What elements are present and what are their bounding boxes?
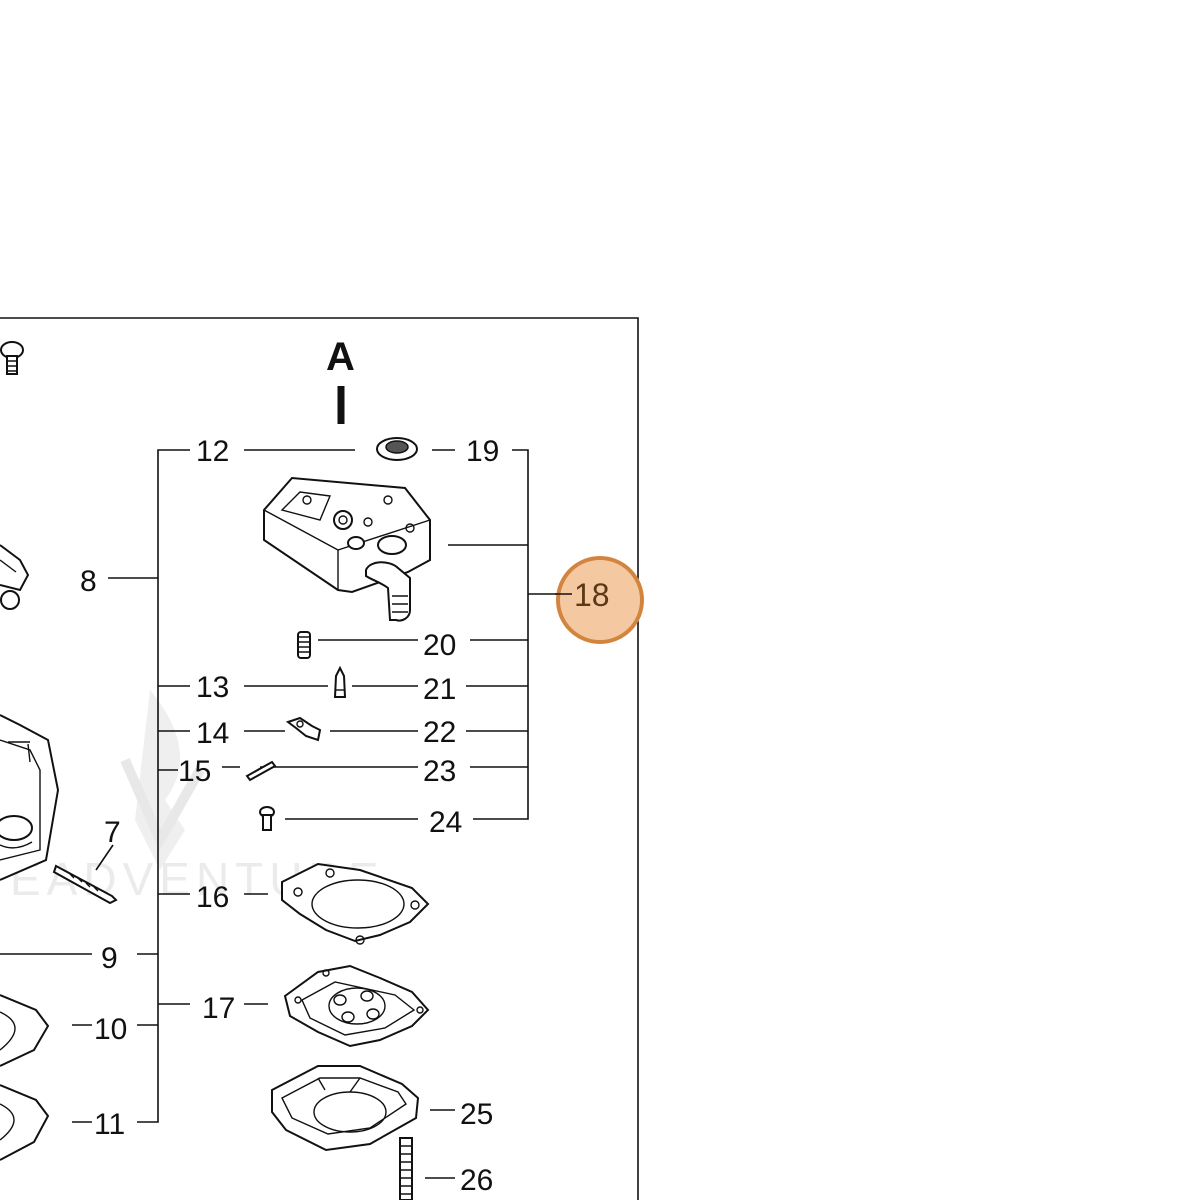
callout-12: 12 [196,435,229,468]
callout-7: 7 [104,816,121,849]
callout-15: 15 [178,755,211,788]
callout-23: 23 [423,755,456,788]
callout-17: 17 [202,992,235,1025]
highlight-circle[interactable] [556,556,644,644]
callout-10: 10 [94,1013,127,1046]
leader-lines [0,449,455,1179]
carburetor-body-icon [0,714,60,881]
lever-icon [285,716,322,742]
stud-icon [399,1137,413,1200]
callout-21: 21 [423,673,456,706]
callout-18: 18 [574,577,610,613]
callout-22: 22 [423,716,456,749]
callout-16: 16 [196,881,229,914]
view-label-a: A [326,335,355,379]
screw-icon [259,806,275,831]
bracket-left [108,449,190,1123]
callout-13: 13 [196,671,229,704]
diaphragm-icon [283,964,430,1048]
highlight-callout-18[interactable]: 18 [555,556,644,644]
callout-8: 8 [80,565,97,598]
spring-icon [297,631,311,659]
pump-cover-icon [263,476,431,622]
gasket-icon [281,862,430,945]
left-diaphragm-icon [0,1084,50,1161]
seal-ring-icon [376,437,418,461]
throttle-lever-icon [0,544,30,610]
callout-19: 19 [466,435,499,468]
callout-11: 11 [94,1108,125,1141]
adjust-needle-icon [52,864,118,905]
callout-9: 9 [101,942,118,975]
callout-26: 26 [460,1164,493,1197]
callout-24: 24 [429,806,462,839]
screw-icon-top-left [0,341,24,375]
pin-icon [245,760,277,782]
left-gasket-icon [0,994,50,1067]
callout-14: 14 [196,717,229,750]
needle-valve-icon [333,665,347,698]
callout-20: 20 [423,629,456,662]
callout-25: 25 [460,1098,493,1131]
diagram-frame [0,317,639,1200]
pump-body-icon [271,1065,420,1152]
bracket-right [448,449,560,820]
